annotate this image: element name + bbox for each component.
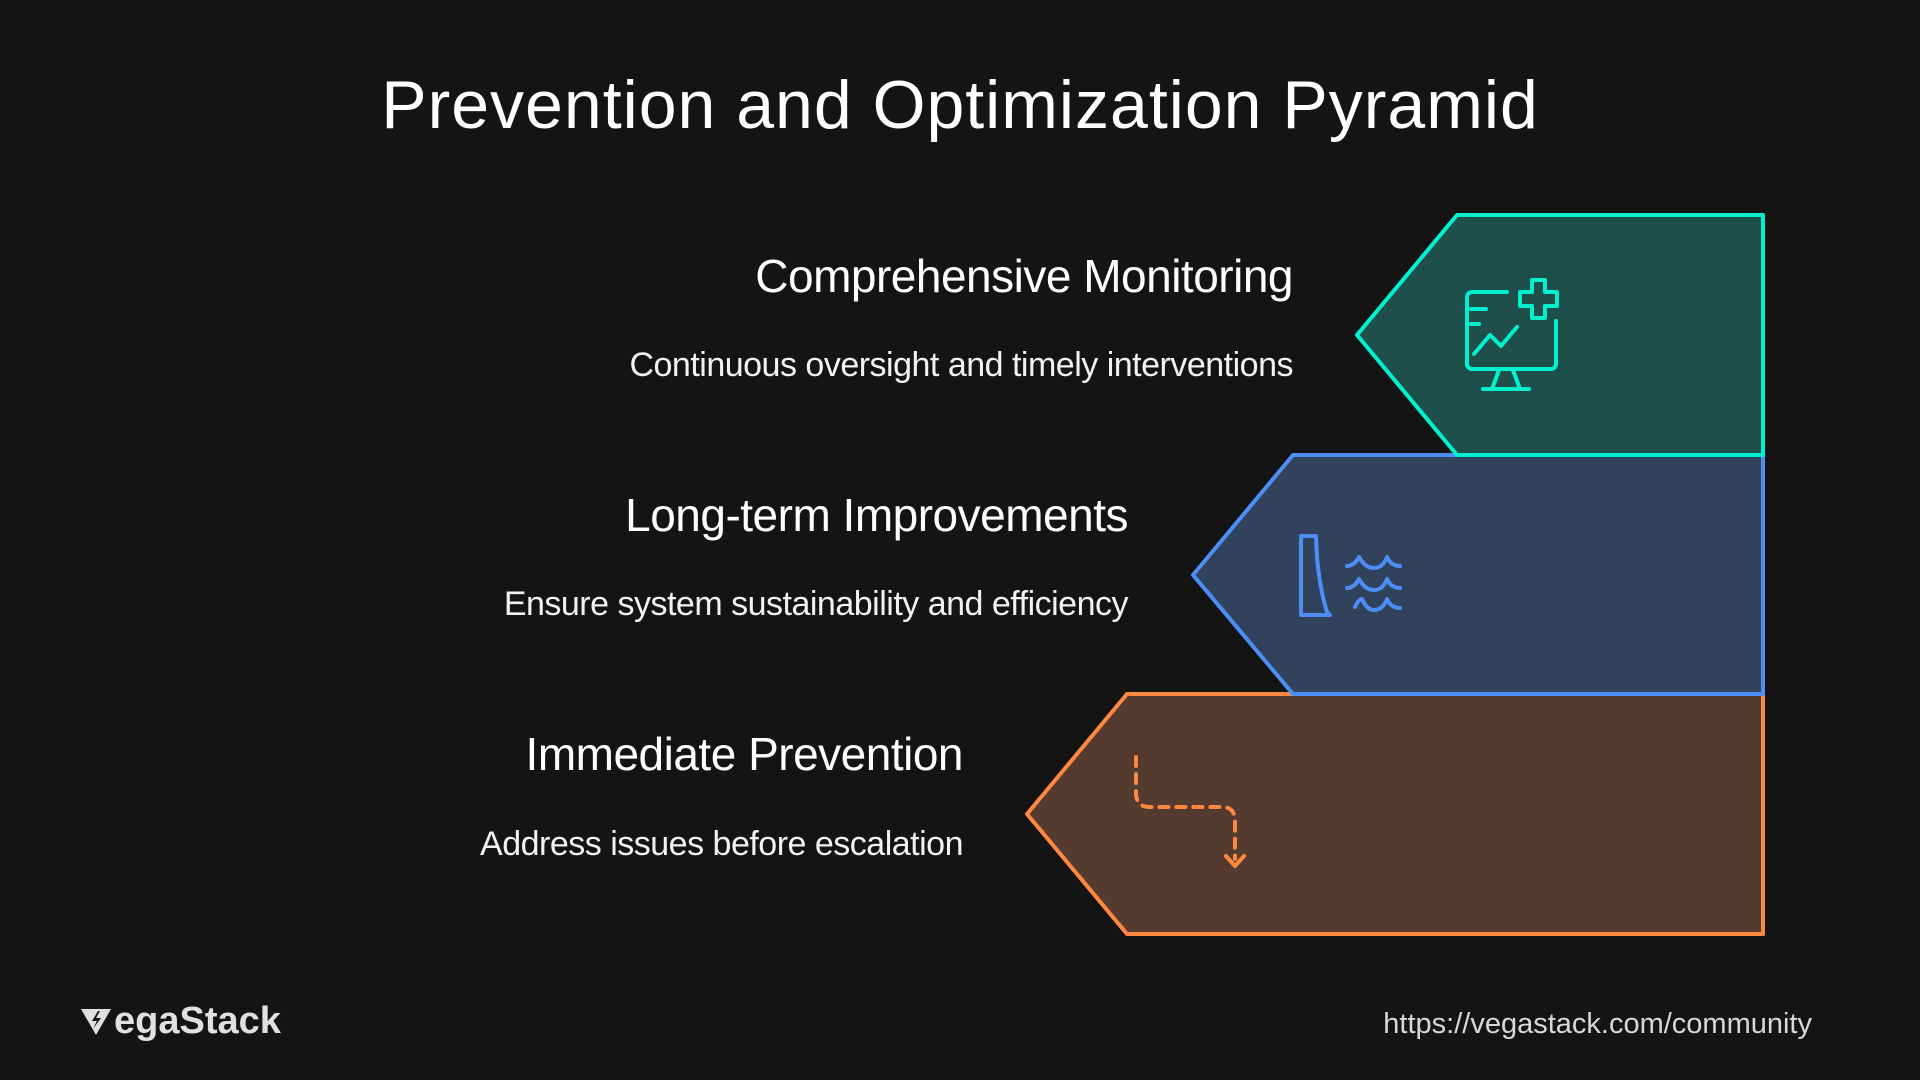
level-long-term-improvements-shape (1191, 453, 1765, 696)
level-description-immediate-prevention: Address issues before escalation (480, 825, 963, 863)
level-description-comprehensive-monitoring: Continuous oversight and timely interven… (629, 346, 1293, 384)
page-title: Prevention and Optimization Pyramid (381, 67, 1539, 143)
dashed-arrow-down-icon (1134, 755, 1246, 868)
dam-water-icon (1299, 534, 1402, 617)
level-heading-long-term-improvements: Long-term Improvements (625, 489, 1128, 541)
vegastack-logo: egaStack (80, 1000, 281, 1043)
level-immediate-prevention-shape (1025, 692, 1765, 936)
level-heading-immediate-prevention: Immediate Prevention (525, 728, 964, 780)
brand-name: egaStack (114, 1000, 281, 1042)
level-comprehensive-monitoring-shape (1355, 213, 1765, 457)
level-heading-comprehensive-monitoring: Comprehensive Monitoring (755, 250, 1293, 302)
vegastack-v-icon (81, 1008, 111, 1035)
monitor-health-icon (1465, 278, 1559, 391)
level-description-long-term-improvements: Ensure system sustainability and efficie… (503, 585, 1129, 623)
community-url[interactable]: https://vegastack.com/community (1383, 1008, 1812, 1040)
